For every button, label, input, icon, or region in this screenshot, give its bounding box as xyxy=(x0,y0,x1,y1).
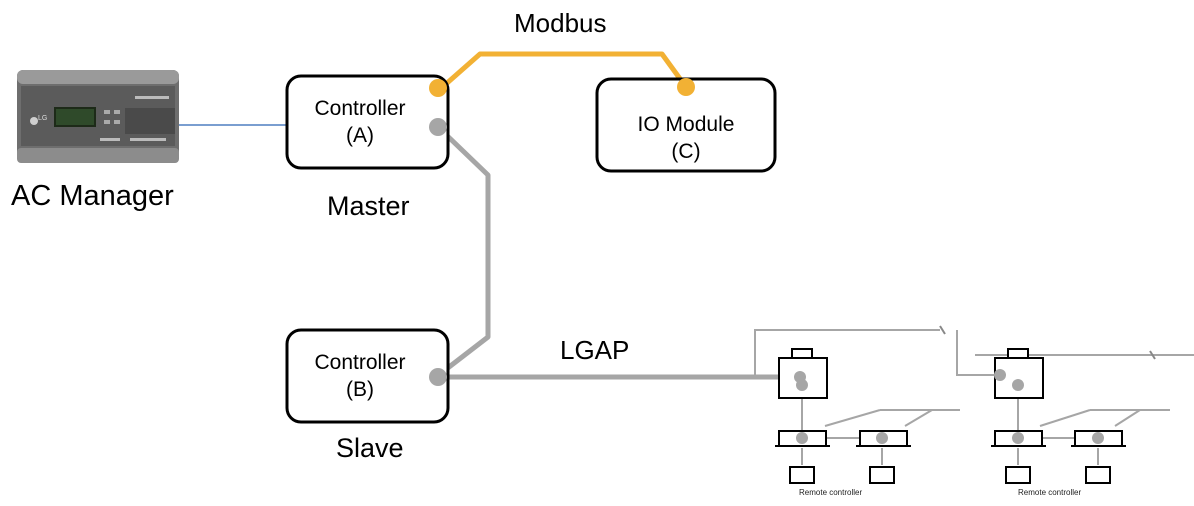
indoor-unit-group-1-dots xyxy=(794,371,888,444)
controller-b-text: Controller (B) xyxy=(290,349,430,403)
controller-a-id: (A) xyxy=(346,124,374,147)
lgap-label: LGAP xyxy=(560,335,630,365)
controller-a-modbus-port xyxy=(429,79,447,97)
remote-controller-label-1: Remote controller xyxy=(799,488,863,497)
lgap-line-a-b xyxy=(436,125,491,376)
controller-b-id: (B) xyxy=(346,378,374,401)
controller-a-name: Controller xyxy=(314,97,406,120)
controller-a-role: Master xyxy=(327,191,410,221)
indoor-unit-group-2-boxes xyxy=(991,348,1126,484)
indoor-unit-group-1-boxes xyxy=(775,348,911,484)
io-module-text: IO Module (C) xyxy=(600,111,772,165)
controller-a-lgap-port xyxy=(429,118,447,136)
ac-manager-label: AC Manager xyxy=(11,180,174,212)
io-module-modbus-port xyxy=(677,78,695,96)
controller-b-lgap-port xyxy=(429,368,447,386)
controller-b-box xyxy=(285,328,450,424)
remote-controller-label-2: Remote controller xyxy=(1018,488,1082,497)
controller-b-name: Controller xyxy=(314,351,406,374)
indoor-unit-group-2-dots xyxy=(994,369,1104,444)
modbus-label: Modbus xyxy=(514,8,607,38)
controller-a-text: Controller (A) xyxy=(290,95,430,149)
ac-manager-logo: LG xyxy=(38,115,48,122)
ac-manager-device xyxy=(17,70,179,163)
controller-b-role: Slave xyxy=(336,433,404,463)
io-module-id: (C) xyxy=(671,140,701,163)
io-module-name: IO Module xyxy=(637,113,735,136)
controller-a-box xyxy=(285,74,450,170)
modbus-line xyxy=(436,51,689,93)
